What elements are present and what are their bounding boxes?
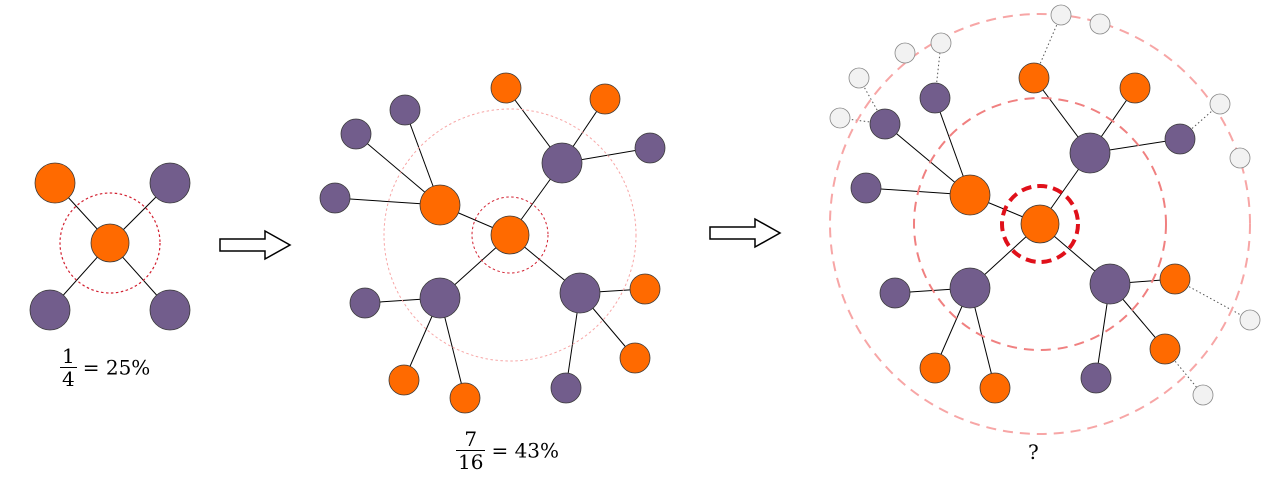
rings-layer	[59, 13, 1251, 435]
empty-node	[1192, 384, 1214, 406]
fraction-result: = 25%	[82, 355, 151, 380]
orange-node	[490, 215, 530, 255]
purple-node	[541, 142, 583, 184]
orange-node	[1018, 62, 1050, 94]
arrows-layer	[219, 217, 782, 261]
fraction-label-panel-2: 7 16 = 43%	[456, 428, 559, 473]
fraction-numerator: 1	[62, 344, 75, 368]
purple-node	[419, 277, 461, 319]
outer-ring	[829, 13, 1251, 435]
fraction: 1 4	[60, 345, 77, 390]
purple-node	[319, 182, 351, 214]
purple-node	[869, 108, 901, 140]
purple-node	[1089, 263, 1131, 305]
fraction-result: = 43%	[491, 438, 560, 463]
purple-node	[949, 267, 991, 309]
arrow-right-icon	[709, 217, 782, 249]
orange-node	[949, 174, 991, 216]
purple-node	[1164, 123, 1196, 155]
question-mark-label: ?	[1028, 440, 1039, 464]
orange-node	[419, 184, 461, 226]
purple-node	[850, 172, 882, 204]
orange-node	[629, 273, 661, 305]
edges-layer	[49, 14, 1251, 399]
orange-node	[1020, 204, 1060, 244]
orange-node	[919, 352, 951, 384]
orange-node	[90, 223, 130, 263]
purple-node	[149, 162, 191, 204]
purple-node	[389, 94, 421, 126]
orange-node	[490, 72, 522, 104]
outer-ring	[383, 108, 637, 362]
focus-ring	[471, 196, 549, 274]
orange-node	[449, 382, 481, 414]
dotted-edge	[1033, 14, 1062, 79]
empty-node	[1089, 13, 1111, 35]
purple-node	[559, 272, 601, 314]
fraction-denominator: 4	[62, 367, 75, 391]
empty-node	[1229, 147, 1251, 169]
fraction-bar	[60, 367, 77, 368]
focus-ring	[1000, 184, 1080, 264]
purple-node	[919, 82, 951, 114]
focus-ring	[59, 192, 161, 294]
empty-node	[848, 67, 870, 89]
empty-node	[1239, 309, 1261, 331]
nodes-layer	[29, 4, 1261, 414]
purple-node	[340, 118, 372, 150]
purple-node	[149, 289, 191, 331]
empty-node	[894, 42, 916, 64]
orange-node	[1119, 72, 1151, 104]
purple-node	[1069, 132, 1111, 174]
orange-node	[619, 342, 651, 374]
orange-node	[1159, 263, 1191, 295]
orange-node	[388, 364, 420, 396]
middle-ring	[913, 97, 1167, 351]
orange-node	[34, 162, 76, 204]
fraction-numerator: 7	[464, 427, 478, 451]
orange-node	[1149, 333, 1181, 365]
purple-node	[879, 277, 911, 309]
fraction-denominator: 16	[458, 450, 484, 474]
purple-node	[634, 132, 666, 164]
fraction-label-panel-1: 1 4 = 25%	[60, 345, 150, 390]
purple-node	[550, 372, 582, 404]
orange-node	[589, 83, 621, 115]
empty-node	[1050, 4, 1072, 26]
empty-node	[829, 107, 851, 129]
purple-node	[349, 287, 381, 319]
fraction-bar	[456, 450, 486, 451]
arrow-right-icon	[219, 229, 292, 261]
empty-node	[1209, 93, 1231, 115]
purple-node	[29, 289, 71, 331]
purple-node	[1080, 362, 1112, 394]
fraction: 7 16	[456, 427, 486, 474]
orange-node	[979, 372, 1011, 404]
empty-node	[930, 32, 952, 54]
